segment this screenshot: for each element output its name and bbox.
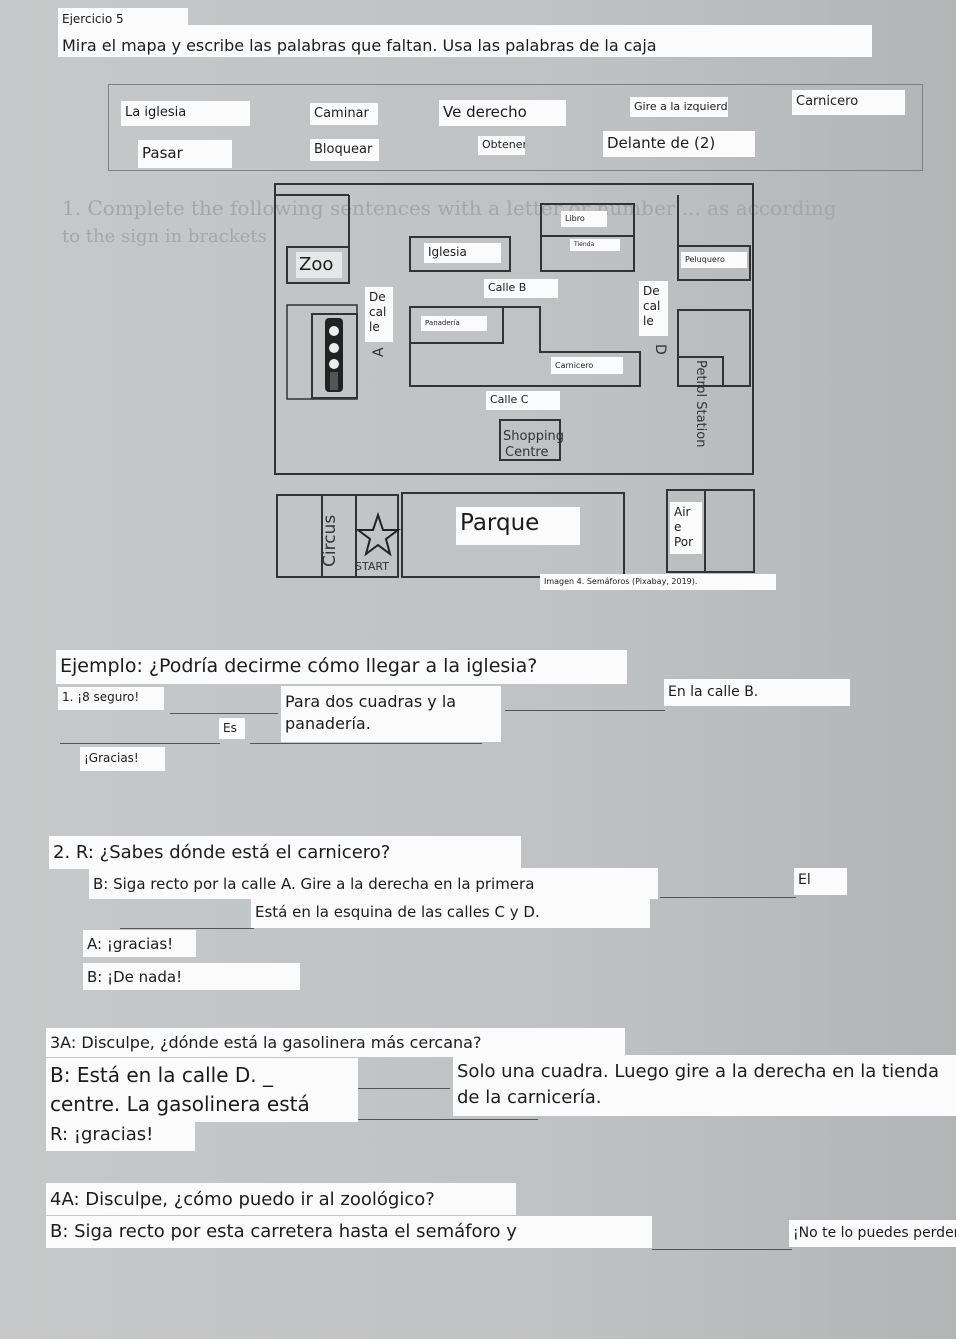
example-answer-2: Para dos cuadras y la panadería.	[281, 686, 501, 742]
word-bloquear: Bloquear	[310, 139, 379, 161]
q2-answer-b1: B: Siga recto por la calle A. Gire a la …	[89, 868, 658, 899]
word-ve-derecho: Ve derecho	[439, 100, 566, 126]
q3-answer-b-line1: B: Está en la calle D. _	[50, 1063, 273, 1087]
iglesia-label: Iglesia	[424, 243, 501, 263]
calle-d-letter: D	[652, 344, 668, 355]
libro-label: Libro	[561, 211, 607, 227]
q2-el: El	[794, 868, 847, 895]
example-answer-2-line2: panadería.	[285, 714, 371, 733]
word-caminar: Caminar	[310, 103, 378, 125]
calle-a-label: De cal le	[365, 287, 393, 342]
shopping-label: Shopping	[503, 429, 564, 444]
q2-answer-a: A: ¡gracias!	[83, 930, 196, 957]
carnicero-label: Carnicero	[551, 357, 623, 374]
q2-answer-b2: Está en la esquina de las calles C y D.	[251, 899, 650, 928]
q3-answer-c-line2: de la carnicería.	[457, 1087, 602, 1108]
bg-print: 1. Complete the following sentences with…	[62, 196, 837, 220]
example-answer-3: En la calle B.	[664, 679, 850, 706]
example-answer-2-line1: Para dos cuadras y la	[285, 692, 457, 711]
q4-answer-b: B: Siga recto por esta carretera hasta e…	[46, 1216, 652, 1248]
blank-line	[60, 743, 220, 744]
blank-line	[358, 1119, 538, 1120]
example-prompt: Ejemplo: ¿Podría decirme cómo llegar a l…	[56, 650, 627, 684]
calle-b-label: Calle B	[484, 279, 558, 298]
example-gracias: ¡Gracias!	[80, 747, 165, 771]
q3-answer-b-line2: centre. La gasolinera está	[50, 1092, 310, 1116]
q3-answer-r: R: ¡gracias!	[46, 1121, 195, 1151]
calle-c-label: Calle C	[486, 391, 560, 410]
blank-line	[120, 928, 254, 929]
blank-line	[660, 897, 796, 898]
star-icon	[355, 511, 401, 557]
blank-line	[170, 713, 278, 714]
q3-answer-c-line1: Solo una cuadra. Luego gire a la derecha…	[457, 1061, 940, 1082]
blank-line	[652, 1249, 792, 1250]
word-box	[108, 84, 923, 171]
centre-label: Centre	[505, 445, 548, 460]
word-obtener: Obtener	[478, 136, 525, 155]
q3-answer-c: Solo una cuadra. Luego gire a la derecha…	[453, 1055, 956, 1116]
circus-label: Circus	[320, 515, 340, 567]
start-label: START	[355, 560, 389, 573]
q3-prompt: 3A: Disculpe, ¿dónde está la gasolinera …	[46, 1028, 625, 1057]
calle-d-label: De cal le	[639, 281, 668, 336]
petrol-station-label: Petrol Station	[693, 360, 708, 447]
word-pasar: Pasar	[138, 140, 232, 168]
peluquero-label: Peluquero	[681, 252, 747, 268]
blank-line	[505, 710, 665, 711]
parque-label: Parque	[456, 507, 580, 545]
word-la-iglesia: La iglesia	[121, 101, 250, 126]
street-map: START A D Petrol Station Circus Shopping…	[274, 183, 755, 578]
calle-a-letter: A	[371, 347, 387, 357]
traffic-light-icon	[325, 318, 343, 392]
word-carnicero: Carnicero	[792, 90, 905, 115]
word-gire-izquierda: Gire a la izquierda	[630, 97, 728, 117]
blank-line	[358, 1088, 450, 1089]
q4-end: ¡No te lo puedes perder!	[789, 1220, 956, 1247]
panaderia-label: Panadería	[421, 316, 487, 331]
aire-label: Air e Por	[670, 502, 702, 554]
instructions: Mira el mapa y escribe las palabras que …	[58, 25, 872, 57]
bg-print: to the sign in brackets	[62, 226, 267, 247]
tienda-label: Tienda	[570, 239, 620, 251]
example-answer-1: 1. ¡8 seguro!	[58, 687, 164, 710]
zoo-label: Zoo	[296, 252, 342, 278]
word-delante-de: Delante de (2)	[603, 131, 755, 157]
es-word: Es	[219, 718, 245, 739]
q4-prompt: 4A: Disculpe, ¿cómo puedo ir al zoológic…	[46, 1183, 516, 1215]
q2-answer-b3: B: ¡De nada!	[83, 963, 300, 990]
image-caption: Imagen 4. Semáforos (Pixabay, 2019).	[540, 574, 776, 590]
q2-prompt: 2. R: ¿Sabes dónde está el carnicero?	[49, 836, 521, 869]
q3-answer-b: B: Está en la calle D. _ centre. La gaso…	[46, 1058, 358, 1122]
blank-line	[250, 743, 482, 744]
